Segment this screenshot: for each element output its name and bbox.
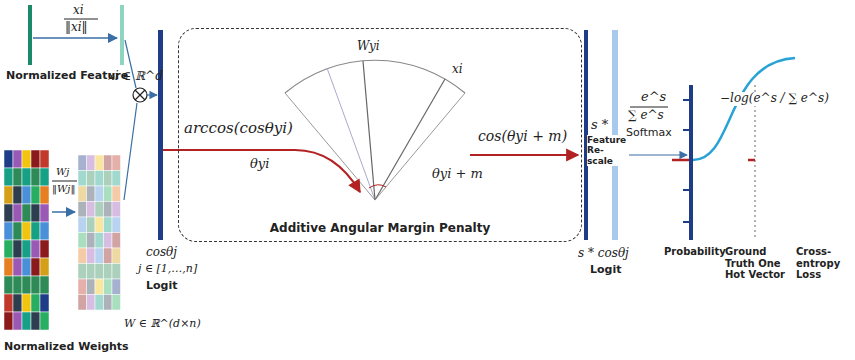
math-label: xi ∈ ℝ^d (108, 70, 163, 84)
math-label: cos(θyi + m) (478, 128, 567, 144)
math-label: θyi (250, 157, 269, 172)
math-label: e^s (641, 90, 666, 105)
angular-margin-figure (163, 60, 578, 200)
caption-label: Logit (146, 280, 177, 293)
caption-label: Cross-entropy Loss (796, 246, 852, 281)
math-label: ‖xi‖ (65, 21, 88, 35)
region-title: Additive Angular Margin Penalty (179, 221, 581, 235)
caption-label: Normalized Weights (4, 341, 129, 354)
caption-label: Probability (664, 246, 726, 258)
math-label: xi (452, 63, 463, 77)
math-label: W ∈ ℝ^(d×n) (124, 318, 201, 331)
math-label: ‖Wj‖ (52, 183, 75, 195)
math-label: −log(e^s / ∑ e^s) (720, 92, 829, 106)
math-label: xi (73, 4, 84, 18)
product-symbol (124, 40, 157, 200)
math-label: s * (591, 118, 608, 133)
math-label: θyi + m (432, 167, 483, 182)
math-label: j ∈ [1,…,n] (138, 263, 197, 276)
caption-label: Feature Re-scale (587, 135, 629, 166)
caption-label: Softmax (626, 127, 672, 140)
math-label: arccos(cosθyi) (184, 120, 293, 137)
math-label: Wyi (357, 40, 380, 54)
math-label: Wj (56, 166, 69, 178)
caption-label: Logit (590, 264, 621, 277)
math-label: ∑ e^s (628, 109, 664, 123)
math-label: s * cosθj (578, 247, 629, 261)
caption-label: Ground Truth One Hot Vector (725, 246, 789, 281)
rescale-bars (584, 30, 687, 240)
probability-bar (672, 58, 795, 240)
math-label: cosθj (146, 246, 177, 260)
weight-arrow (52, 181, 77, 212)
logit-bar (158, 30, 163, 240)
feature-vectors (28, 5, 124, 65)
weight-matrices (4, 150, 121, 330)
